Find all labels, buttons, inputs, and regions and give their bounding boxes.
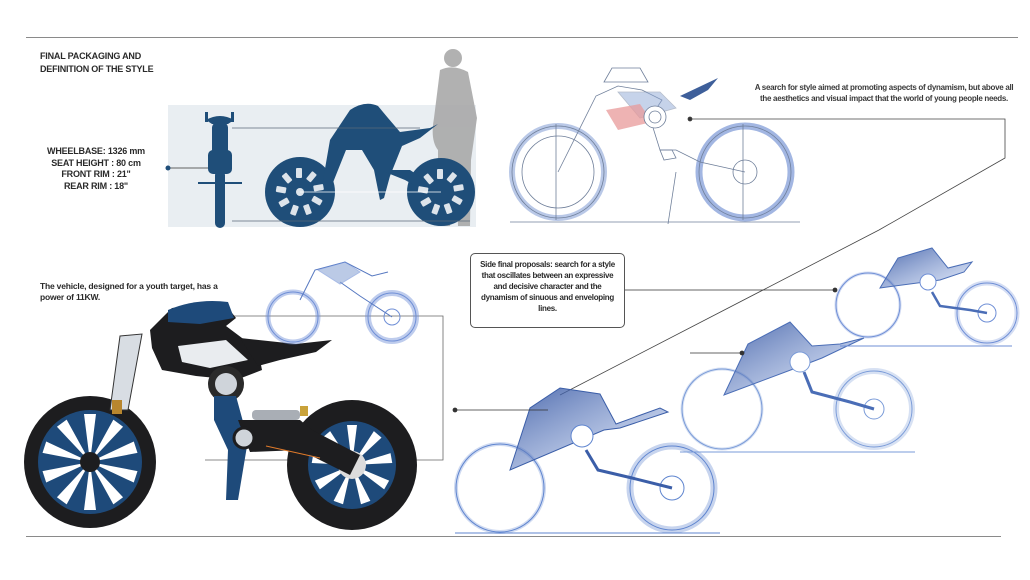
- power-note-line1: The vehicle, designed for a youth target…: [40, 281, 218, 291]
- final-render: [24, 301, 444, 530]
- power-note: The vehicle, designed for a youth target…: [40, 281, 250, 303]
- bottom-rule: [26, 536, 1001, 537]
- rear-wheel-spokes: [417, 169, 464, 215]
- side-proposal-sketch-3: [834, 247, 1020, 347]
- style-note: A search for style aimed at promoting as…: [754, 83, 1014, 103]
- small-sketch-center: [265, 261, 419, 345]
- power-note-line2: power of 11KW.: [40, 292, 101, 302]
- packaging-panel: [165, 49, 477, 228]
- side-proposal-sketch-2: [680, 321, 915, 453]
- front-view-silhouette: [198, 112, 242, 228]
- side-proposal-sketch-1: [454, 387, 720, 534]
- top-rule: [26, 37, 1018, 38]
- board-title-line1: FINAL PACKAGING AND: [40, 51, 142, 61]
- spec-front-rim: FRONT RIM : 21": [61, 169, 131, 179]
- spec-rear-rim: REAR RIM : 18": [64, 180, 128, 191]
- spec-wheelbase: WHEELBASE: 1326 mm: [47, 146, 145, 156]
- board-title-line2: DEFINITION OF THE STYLE: [40, 64, 154, 74]
- front-wheel-spokes: [275, 168, 324, 216]
- side-view-silhouette: [265, 103, 475, 227]
- style-note-leader: [559, 116, 1006, 396]
- human-scale-silhouette: [432, 49, 477, 226]
- board-title: FINAL PACKAGING AND DEFINITION OF THE ST…: [40, 50, 154, 76]
- spec-list: WHEELBASE: 1326 mm SEAT HEIGHT : 80 cm F…: [36, 146, 156, 192]
- spec-seat-height: SEAT HEIGHT : 80 cm: [51, 157, 141, 168]
- proposal-note-box: Side final proposals: search for a style…: [470, 253, 625, 328]
